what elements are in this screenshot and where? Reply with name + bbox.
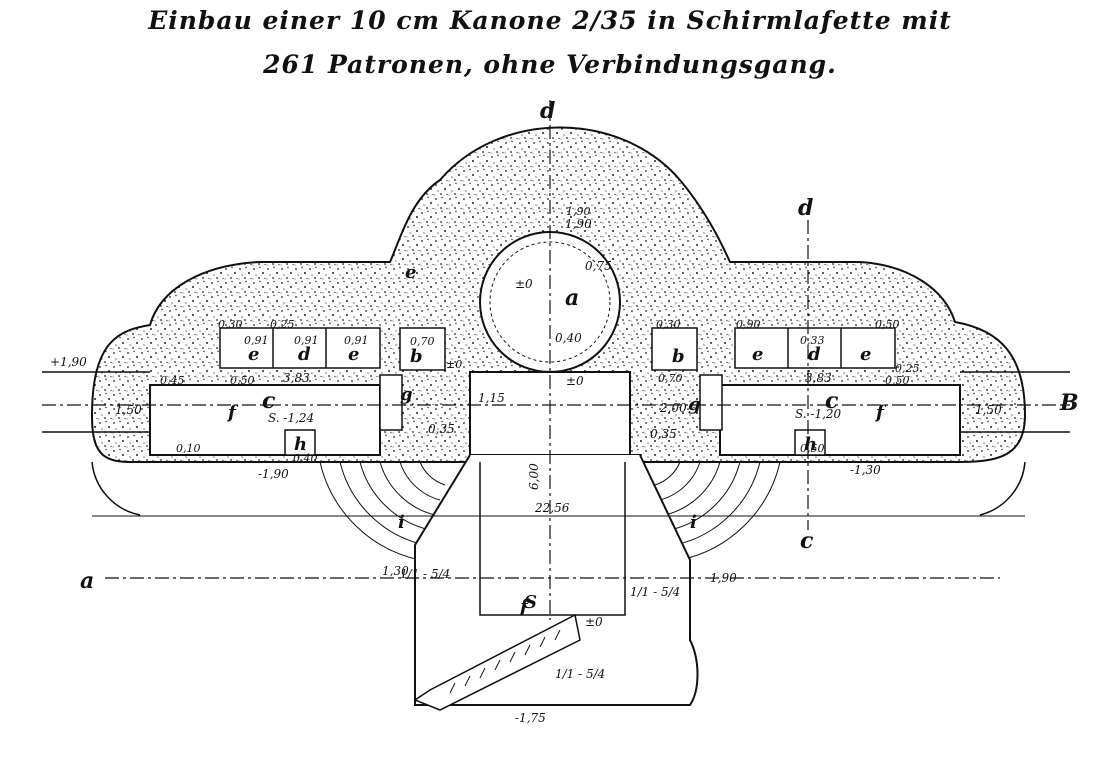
gun-pit-inner-ring (489, 241, 611, 363)
dim-slope-bottom: 1/1 - 5/4 (555, 667, 605, 681)
dim-depth-right: 0,35 (650, 427, 677, 441)
dim-base-left: -1,90 (258, 467, 289, 481)
label-entrance: S (524, 592, 537, 613)
dim-elev-left-outer: +1,90 (50, 355, 87, 369)
dim-front-right: 1,90 (710, 571, 737, 585)
dim-overall-width: 22,56 (534, 501, 570, 515)
left-corridor (149, 384, 381, 456)
dim-pit-inner: 0,75 (585, 259, 612, 273)
section-mark-c: c (800, 528, 814, 554)
dim-top-edge: 1,90 (566, 205, 591, 218)
dim-bottom: -1,75 (515, 711, 546, 725)
label-niche-right-3: e (860, 344, 871, 365)
dim-sole-right: S. -1,20 (795, 407, 842, 421)
label-store-right: b (672, 346, 685, 367)
label-stair-left: i (398, 512, 405, 533)
dim-slope-left: 1/1 - 5/4 (400, 567, 450, 581)
dim-centre-level: ±0 (566, 374, 584, 388)
dim-slope-right: 1/1 - 5/4 (630, 585, 680, 599)
right-passage (699, 374, 723, 431)
dim-small-10: 0,33 (800, 334, 825, 347)
dim-elev-right-wing: 1,50 (975, 403, 1002, 417)
label-niche-left-2: d (298, 344, 311, 365)
dim-small-6: 0,70 (410, 335, 435, 348)
dim-elev-left-wing: 1,50 (115, 403, 142, 417)
dim-pit-level-left: ±0 (446, 358, 462, 371)
dim-pit-level: ±0 (515, 277, 533, 291)
dim-small-12: 0,50 (885, 374, 910, 387)
label-store-left: b (410, 346, 423, 367)
label-hatch-left: h (294, 434, 307, 455)
right-hatch (794, 429, 826, 456)
label-niche-left-3: e (348, 344, 359, 365)
label-gun-pit: a (565, 285, 579, 311)
dim-small-5: 0,30 (218, 318, 243, 331)
dim-small-1: 0,91 (244, 334, 269, 347)
left-passage (379, 374, 403, 431)
dim-small-2: 0,91 (294, 334, 319, 347)
label-passage-left: g (400, 384, 413, 405)
dim-small-11: 0,50 (230, 374, 255, 387)
dim-small-9: 0,30 (656, 318, 681, 331)
label-niche-right-2: d (808, 344, 821, 365)
dim-base-right: -1,30 (850, 463, 881, 477)
label-hatch-right: h (804, 434, 817, 455)
dim-front-left: 1,30 (382, 564, 409, 578)
right-niche-row (734, 327, 896, 369)
dim-pit-offset: 0,40 (555, 331, 582, 345)
dim-small-3: 0,91 (344, 334, 369, 347)
dim-small-15: 0,45 (160, 374, 185, 387)
dim-passage-width: 2,00 (659, 401, 687, 415)
dim-corridor-left: 3,83 (283, 371, 310, 385)
dim-small-13: 0,70 (658, 372, 683, 385)
dim-inner-step: 1,15 (478, 391, 505, 405)
entrance-yard-inner (479, 462, 626, 616)
entrance-ramp (413, 613, 581, 711)
dim-yard-level: ±0 (585, 615, 603, 629)
left-store (399, 327, 446, 371)
dim-sole-left: S. -1,24 (268, 411, 314, 425)
drawing-title-line-1: Einbau einer 10 cm Kanone 2/35 in Schirm… (148, 6, 952, 35)
entrance-yard (414, 454, 699, 706)
dim-small-16: 0,25 (895, 362, 920, 375)
right-store (651, 327, 698, 371)
dim-small-18: 0,40 (293, 452, 318, 465)
drawing-title-line-2: 261 Patronen, ohne Verbindungsgang. (263, 50, 837, 79)
dim-depth-left: 0,35 (428, 422, 455, 436)
dim-axis-depth: 6,00 (527, 463, 541, 490)
label-passage-right: g (688, 394, 701, 415)
section-mark-b: B (1059, 390, 1079, 416)
label-niche-right-1: e (752, 344, 763, 365)
label-corridor-right: c (825, 388, 839, 414)
left-hatch (284, 429, 316, 456)
section-mark-d: d (540, 98, 555, 124)
label-niche-left-1: e (248, 344, 259, 365)
label-stair-right: i (690, 512, 697, 533)
dim-small-14: 0,10 (176, 442, 201, 455)
dim-pit-radius: 1,90 (565, 217, 592, 231)
dim-small-8: 0,50 (875, 318, 900, 331)
section-mark-d2: d (798, 195, 813, 221)
dim-small-4: 0,25 (270, 318, 295, 331)
left-niche-row (219, 327, 381, 369)
dim-small-7: 0,90 (736, 318, 761, 331)
section-mark-e: e (405, 262, 416, 283)
label-corridor-left: c (262, 388, 276, 414)
dim-corridor-right: 3,83 (805, 371, 832, 385)
section-mark-a: a (80, 568, 94, 594)
dim-small-17: 0,50 (800, 442, 825, 455)
